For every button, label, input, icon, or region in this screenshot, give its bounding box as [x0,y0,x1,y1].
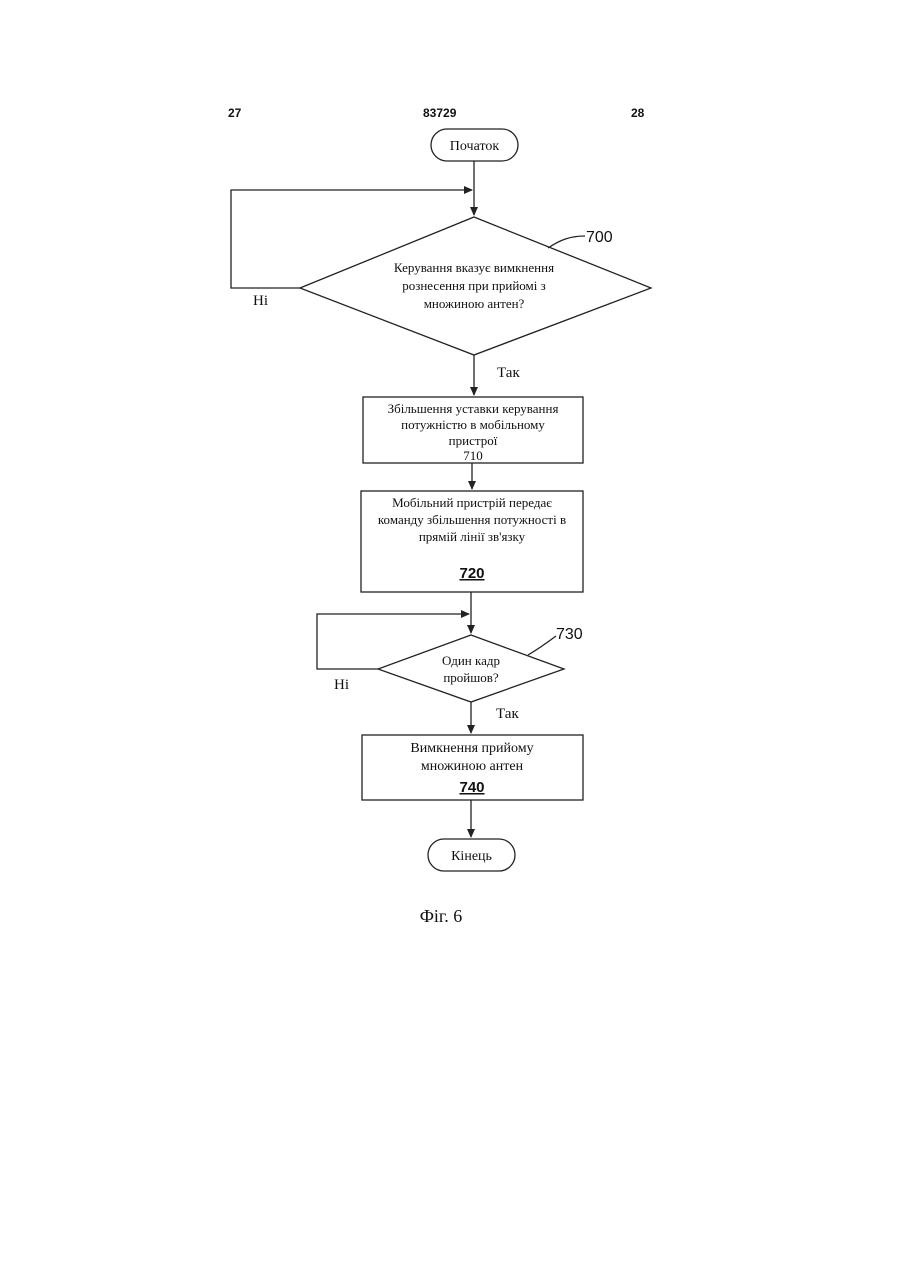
decision-700-line-2: рознесення при прийомі з [402,278,546,293]
decision-730-line-2: пройшов? [443,670,499,685]
decision-730-line-1: Один кадр [442,653,500,668]
process-710-ref: 710 [463,448,483,463]
start-label: Початок [450,139,500,154]
ref-700: 700 [586,229,613,246]
ref-730-leader [528,636,556,655]
process-720-ref: 720 [459,565,484,582]
page-number-left: 27 [228,106,242,120]
ref-730: 730 [556,626,583,643]
process-720-line-3: прямій лінії зв'язку [419,529,526,544]
process-740-line-1: Вимкнення прийому [410,741,533,756]
end-label: Кінець [451,849,492,864]
decision-700-yes-label: Так [497,365,520,381]
decision-700-no-label: Ні [253,293,268,309]
decision-700-line-3: множиною антен? [424,296,525,311]
process-710-line-2: потужністю в мобільному [401,417,545,432]
figure-caption: Фіг. 6 [420,906,463,926]
process-720-line-2: команду збільшення потужності в [378,512,566,527]
process-720-line-1: Мобільний пристрій передає [392,495,552,510]
document-number: 83729 [423,106,457,120]
page-number-right: 28 [631,106,645,120]
decision-730 [378,635,564,702]
process-710-line-1: Збільшення уставки керування [388,401,559,416]
process-710-line-3: пристрої [449,433,498,448]
decision-700-line-1: Керування вказує вимкнення [394,260,554,275]
decision-730-no-label: Ні [334,677,349,693]
decision-730-yes-label: Так [496,706,519,722]
process-740-line-2: множиною антен [421,759,524,774]
ref-700-leader [548,236,585,248]
process-740-ref: 740 [459,779,484,796]
